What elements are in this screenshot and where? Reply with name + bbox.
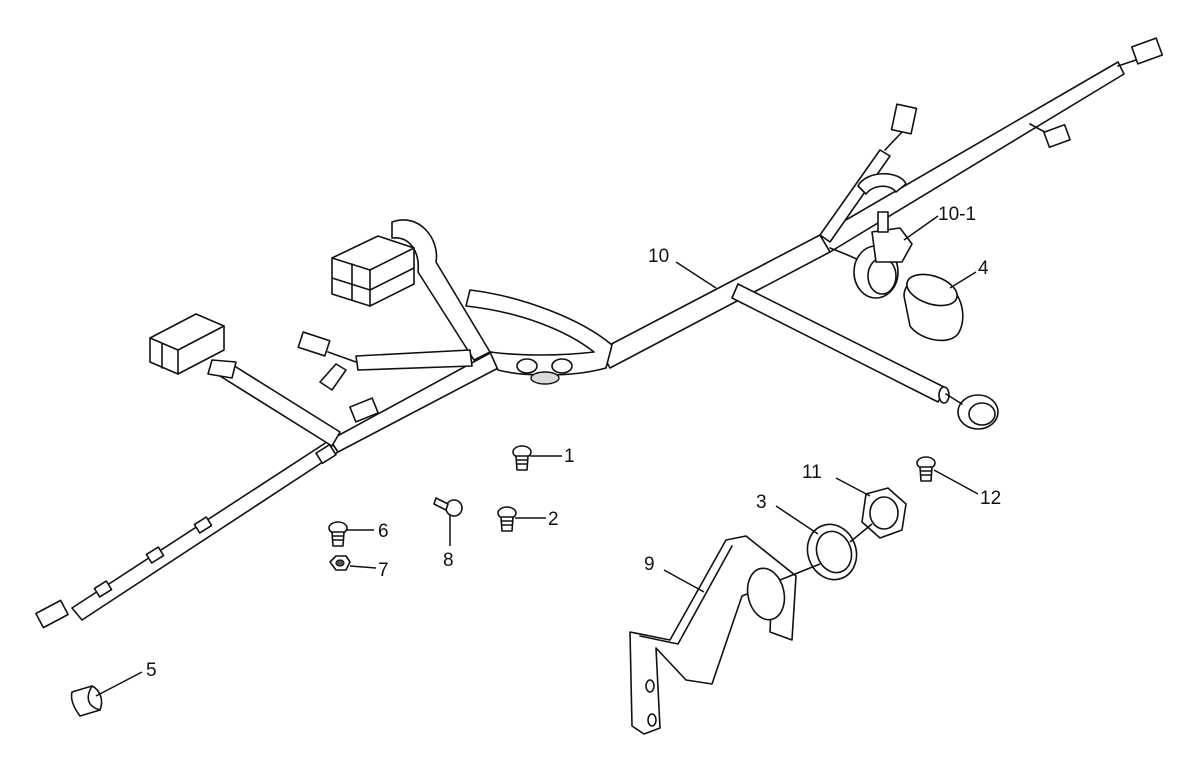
callout-9: 9 [644,554,655,575]
end-connector-right [1130,37,1164,65]
harness-pigtail-mid [355,349,473,371]
top-connector [890,103,918,135]
pigtail-connector-mid [297,331,331,357]
harness-trunk-right [819,61,1125,253]
callout-6: 6 [378,521,389,542]
bracket-clip [319,363,347,391]
callout-4: 4 [978,258,989,279]
part-11-hex-nut [861,487,907,539]
callout-8: 8 [443,550,454,571]
part-6-bolt [328,521,348,547]
leader-10-1 [903,215,939,241]
part-12-bolt [916,456,936,482]
leader-10 [675,261,717,289]
part-4-cap [903,273,964,342]
part-5-cap [70,685,103,717]
harness-end-wire [1117,59,1137,67]
callout-10: 10 [648,246,669,267]
leader-12 [933,469,979,495]
part-1-bolt [512,445,532,471]
leader-4 [949,271,977,289]
callout-12: 12 [980,488,1001,509]
harness-upper-right-branch [819,149,891,243]
harness-trunk-mid [599,234,831,369]
harness-upper-loop [391,219,491,361]
harness-clamp-3 [145,546,165,564]
left-multi-pin-connector [149,313,225,375]
assembly-line [779,563,821,581]
harness-branch-left [219,361,341,447]
harness-clamp-2 [193,516,213,534]
leader-5 [95,671,143,697]
part-10-1-sensor [829,211,913,299]
part-7-nut [329,555,351,571]
harness-clamp-4 [93,580,113,598]
relay-block-connector [331,235,415,307]
callout-10-1: 10-1 [938,204,976,225]
part-2-bolt [497,506,517,532]
harness-center-loop [465,289,613,376]
leader-11 [835,477,871,497]
callout-2: 2 [548,509,559,530]
side-connector [1043,123,1071,149]
part-9-bracket [629,535,797,735]
harness-top-pigtail-wire [884,131,903,151]
harness-branch-rear [731,283,947,403]
part-3-ring [806,523,858,581]
leader-9 [663,569,705,593]
harness-connectors [35,37,1164,629]
callout-3: 3 [756,492,767,513]
callout-7: 7 [378,560,389,581]
harness-corrugated-sleeve [207,359,237,379]
callout-11: 11 [802,462,822,483]
part-8-screw [433,497,463,517]
leader-3 [775,505,819,535]
harness-grommet-a [516,358,538,374]
harness-clamp-1 [315,443,337,465]
harness-grommet-b [551,358,573,374]
harness-pigtail-mid-wire [327,351,357,363]
callout-5: 5 [146,660,157,681]
end-connector-left [35,599,69,629]
pigtail-connector-lower [349,397,379,423]
callout-1: 1 [564,446,575,467]
leader-7 [349,565,377,569]
harness-grommet-base [530,371,560,385]
wiring-harness [71,59,1137,621]
harness-upper-right-loop [857,173,907,195]
